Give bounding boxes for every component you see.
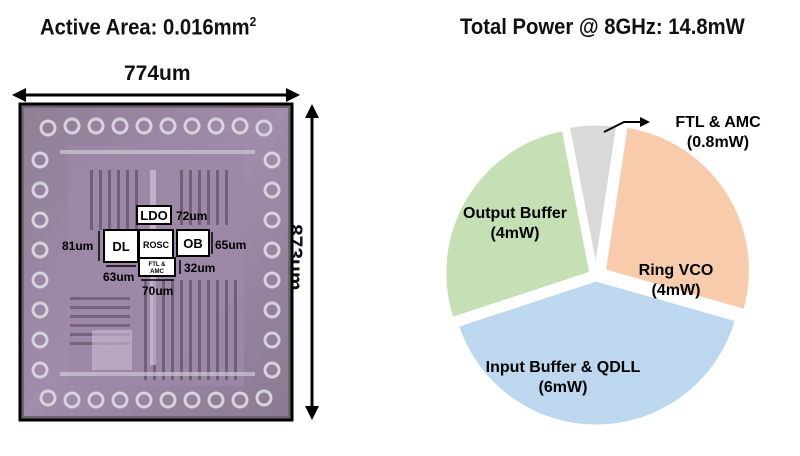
pie-label-value: (0.8mW)	[687, 134, 749, 151]
pie-label-value: (4mW)	[491, 225, 540, 242]
dimension-arrows	[98, 231, 213, 281]
routing-stripes-1	[88, 170, 138, 230]
block-ob	[176, 229, 210, 257]
rosc-label: ROSC	[143, 240, 170, 250]
pie-label-name: Output Buffer	[463, 205, 567, 222]
pie-slice-ring-vco	[602, 124, 752, 313]
ftl-leader-arrowhead	[640, 117, 650, 127]
ldo-label: LDO	[140, 208, 167, 223]
pie-label-value: (4mW)	[652, 282, 701, 299]
ob-label: OB	[183, 236, 203, 251]
block-ftl-amc	[138, 257, 176, 277]
ob-height-dim: 65um	[215, 238, 246, 252]
pad-ring-left	[31, 151, 49, 379]
pie-slice-input-buffer-qdll	[455, 278, 739, 428]
pie-label-name: Ring VCO	[639, 262, 714, 279]
title-superscript: 2	[249, 14, 257, 29]
pie-slice-output-buffer	[443, 127, 593, 321]
routing-stripes-2	[180, 170, 230, 225]
ftl-label-line2: AMC	[150, 269, 164, 275]
routing-stripes-3	[140, 280, 240, 380]
pie-label-value: (6mW)	[539, 379, 588, 396]
ftl-leader-line	[603, 121, 642, 133]
pad-ring-bottom	[39, 389, 273, 409]
pie-label-name: FTL & AMC	[675, 114, 761, 131]
pie-labels: FTL & AMC (0.8mW) Ring VCO (4mW) Input Buffe…	[463, 114, 761, 396]
dl-height-dim: 81um	[62, 239, 93, 253]
ldo-width-dim: 72um	[176, 209, 207, 223]
ftl-height-dim: 32um	[184, 261, 215, 275]
active-area-title: Active Area: 0.016mm2	[40, 14, 257, 40]
ftl-label-line1: FTL &	[149, 262, 167, 268]
total-power-title: Total Power @ 8GHz: 14.8mW	[460, 14, 745, 39]
pie-label-name: Input Buffer & QDLL	[486, 359, 641, 376]
block-ldo	[136, 205, 172, 225]
pie-slices	[443, 122, 752, 428]
dl-width-dim: 63um	[103, 270, 134, 284]
dl-label: DL	[112, 239, 129, 254]
block-rosc	[138, 229, 174, 259]
ftl-width-dim: 70um	[142, 284, 173, 298]
pad-ring-right	[263, 151, 281, 379]
height-arrow	[305, 104, 319, 420]
pad-ring-top	[39, 117, 273, 137]
die-width-label: 774um	[124, 62, 191, 85]
width-arrow	[12, 88, 300, 102]
